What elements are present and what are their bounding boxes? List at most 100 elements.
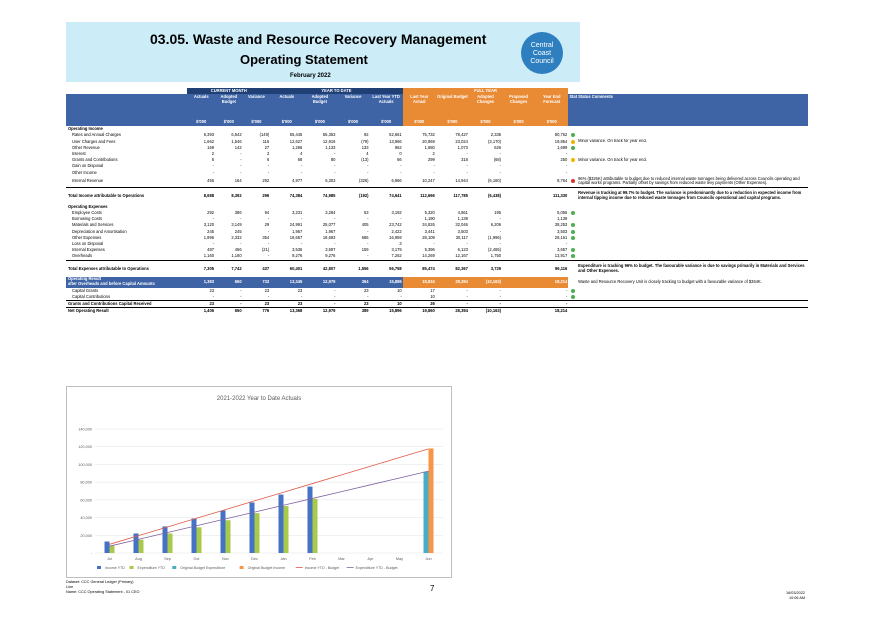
row-label: Other Income bbox=[72, 169, 97, 175]
value-cell: - bbox=[240, 241, 242, 247]
value-cell: - bbox=[267, 241, 270, 247]
bar-original-budget-income bbox=[428, 448, 434, 553]
unit-label: $'000 bbox=[336, 118, 370, 127]
value-cell: 28,109 bbox=[422, 234, 435, 240]
value-cell: 3,231 bbox=[292, 210, 303, 216]
value-cell: - bbox=[367, 169, 369, 175]
value-cell: - bbox=[267, 293, 270, 299]
value-cell: 3,179 bbox=[391, 247, 402, 253]
row-label: Other Expenses bbox=[72, 234, 102, 240]
value-cell: 23 bbox=[297, 287, 303, 293]
value-cell: 3,284 bbox=[325, 210, 336, 216]
table-row: Gain on Disposal----------- bbox=[66, 163, 808, 169]
status-cell bbox=[568, 222, 577, 228]
column-header: Variance bbox=[242, 94, 271, 119]
value-cell bbox=[502, 176, 535, 188]
value-cell: 38,253 bbox=[554, 222, 568, 228]
value-cell: 29 bbox=[264, 222, 270, 228]
status-comment bbox=[577, 307, 808, 315]
value-cell: 4,977 bbox=[292, 178, 303, 184]
value-cell: (3,170) bbox=[488, 138, 502, 144]
value-cell: - bbox=[212, 163, 215, 169]
status-cell bbox=[568, 210, 577, 216]
value-cell: 12,627 bbox=[289, 138, 303, 144]
chart-svg: 2021-2022 Year to Date Actuals-20,00040,… bbox=[78, 396, 443, 570]
status-cell bbox=[568, 276, 578, 288]
operating-statement-table: CURRENT MONTH YEAR TO DATE FULL YEAR Act… bbox=[66, 88, 808, 315]
value-cell bbox=[502, 300, 536, 308]
value-cell: 18,214 bbox=[535, 276, 569, 288]
legend-label: Income YTD bbox=[105, 566, 125, 570]
value-cell: 74,641 bbox=[369, 186, 403, 204]
value-cell: - bbox=[433, 163, 435, 169]
value-cell: 30,117 bbox=[455, 234, 468, 240]
value-cell: - bbox=[400, 216, 402, 222]
value-cell: 8,392 bbox=[215, 186, 243, 204]
value-cell: 111,330 bbox=[535, 186, 569, 204]
value-cell: 23 bbox=[363, 287, 369, 293]
value-cell: 1,139 bbox=[557, 216, 568, 222]
value-cell: 28,161 bbox=[554, 234, 568, 240]
row-label: Capital Contributions bbox=[72, 293, 111, 299]
table-row: Capital Contributions-------10--- bbox=[66, 294, 808, 301]
bar-expenditure-ytd bbox=[196, 527, 202, 553]
row-label: Other Revenue bbox=[72, 144, 100, 150]
value-cell: 13,966 bbox=[389, 138, 402, 144]
value-cell: 1,556 bbox=[336, 259, 370, 277]
status-green-icon bbox=[570, 254, 575, 259]
value-cell: - bbox=[267, 228, 270, 234]
value-cell: 16,959 bbox=[389, 234, 402, 240]
value-cell: 12,979 bbox=[303, 276, 337, 288]
status-comment bbox=[577, 253, 808, 260]
value-cell: 456 bbox=[207, 178, 215, 184]
value-cell: 1,383 bbox=[187, 276, 216, 288]
value-cell: 133 bbox=[361, 144, 369, 150]
value-cell: 169 bbox=[207, 144, 215, 150]
value-cell: 292 bbox=[262, 178, 270, 184]
value-cell: 3,697 bbox=[325, 247, 336, 253]
status-green-icon bbox=[570, 145, 575, 150]
value-cell: 117,785 bbox=[435, 186, 469, 204]
value-cell: 6,123 bbox=[457, 247, 468, 253]
value-cell: - bbox=[565, 169, 568, 175]
line-income-ytd-budget bbox=[109, 448, 429, 545]
value-cell: - bbox=[499, 287, 502, 293]
value-cell: 13,368 bbox=[270, 307, 304, 315]
legend-label: Original Budget Income bbox=[248, 566, 286, 570]
bar-expenditure-ytd bbox=[312, 498, 318, 553]
value-cell: - bbox=[267, 216, 270, 222]
value-cell: 2,422 bbox=[391, 228, 402, 234]
value-cell: - bbox=[499, 163, 502, 169]
value-cell: (2,465) bbox=[488, 247, 502, 253]
unit-label: $'000 bbox=[215, 118, 243, 127]
value-cell: 96,116 bbox=[535, 259, 569, 277]
value-cell: 299 bbox=[427, 157, 435, 163]
status-comment: Minor variance. On track for year end. bbox=[578, 157, 647, 163]
value-cell: - bbox=[334, 216, 336, 222]
value-cell: (6,160) bbox=[488, 178, 502, 184]
line-expenditure-ytd-budget bbox=[109, 470, 429, 547]
bar-expenditure-ytd bbox=[109, 545, 115, 553]
value-cell: - bbox=[367, 216, 369, 222]
value-cell: (10,163) bbox=[468, 307, 503, 315]
bar-income-ytd bbox=[278, 494, 284, 553]
value-cell: - bbox=[400, 163, 402, 169]
value-cell: 1,546 bbox=[231, 138, 242, 144]
value-cell: 7,305 bbox=[187, 259, 216, 277]
value-cell: 23,024 bbox=[455, 138, 468, 144]
value-cell: 9,276 bbox=[325, 253, 336, 259]
value-cell: 18,693 bbox=[322, 234, 336, 240]
value-cell: 7,262 bbox=[391, 253, 402, 259]
value-cell: - bbox=[240, 163, 242, 169]
value-cell: 80 bbox=[330, 157, 336, 163]
row-label: Operating Expenses bbox=[68, 203, 108, 209]
value-cell: 1,680 bbox=[424, 144, 435, 150]
status-green-icon bbox=[570, 248, 575, 253]
column-header: Variance bbox=[336, 94, 370, 119]
value-cell: 112,666 bbox=[402, 186, 436, 204]
